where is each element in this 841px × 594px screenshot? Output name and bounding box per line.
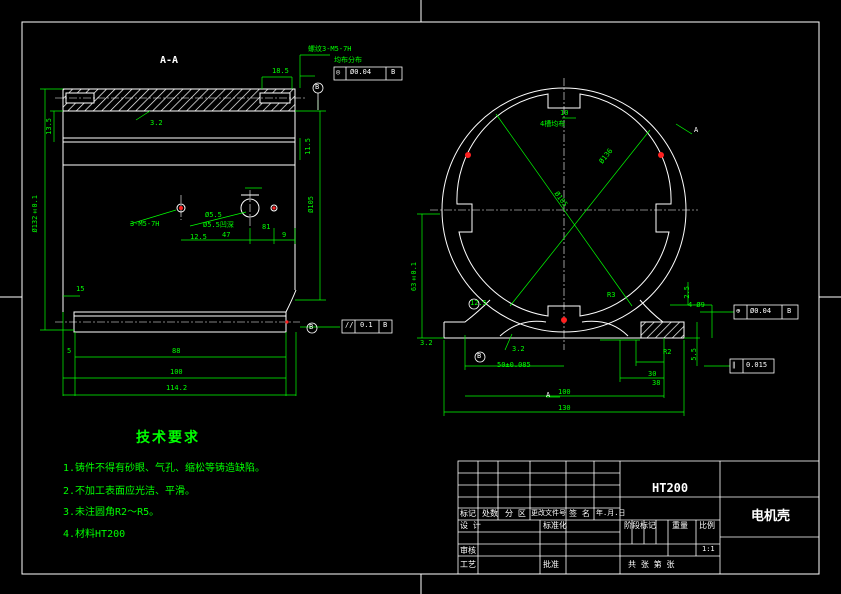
gdt-4-value: 0.015 xyxy=(746,361,768,369)
tb-design: 设 计 xyxy=(460,521,481,530)
gdt-3-datum: B xyxy=(787,307,792,315)
tb-approve: 批准 xyxy=(543,560,559,569)
tech-item-1: 1.铸件不得有砂眼、气孔、缩松等铸造缺陷。 xyxy=(63,463,266,474)
thread-note-left: 3-M5-7H xyxy=(130,220,160,228)
datum-c: B xyxy=(477,352,482,360)
gdt-4-symbol: ∥ xyxy=(732,361,736,369)
gdt-3-value: Ø0.04 xyxy=(750,307,772,315)
gdt-1-value: Ø0.04 xyxy=(350,68,372,76)
gdt-1-symbol: ◎ xyxy=(336,68,341,76)
surface-12-5-front: 12.5 xyxy=(470,299,487,307)
gdt-2-symbol: // xyxy=(345,321,354,329)
top-thread-note: 螺纹3-M5-7H xyxy=(308,45,352,53)
surface-3-2-b: 3.2 xyxy=(512,345,525,353)
front-centerlines xyxy=(430,78,698,350)
dim-r3: R3 xyxy=(607,291,616,299)
tb-h-zone: 分 区 xyxy=(505,509,526,518)
dim-47: 47 xyxy=(222,231,231,239)
tb-h-date: 年.月.日 xyxy=(596,509,626,517)
section-mark-top: A xyxy=(694,126,699,134)
section-dimensions xyxy=(40,54,340,396)
dim-dia-5-5: Ø5.5 xyxy=(205,211,222,219)
tb-h-doc: 更改文件号 xyxy=(531,509,566,517)
tb-ratio: 比例 xyxy=(699,521,715,530)
dim-5: 5 xyxy=(67,347,72,355)
dim-4-dia-9: 4-Ø9 xyxy=(688,301,705,309)
tech-item-3: 3.未注圆角R2～R5。 xyxy=(63,507,160,518)
dim-18-5: 18.5 xyxy=(272,67,289,75)
front-gdt-frames xyxy=(468,298,799,374)
dim-130: 130 xyxy=(558,404,571,412)
gdt-3-symbol: ⊕ xyxy=(736,307,741,315)
dim-81: 81 xyxy=(262,223,271,231)
front-red-marks xyxy=(465,152,664,323)
tb-stage: 阶段标记 xyxy=(624,521,656,530)
dim-dia-105: Ø105 xyxy=(307,196,315,213)
slot-note: 4槽均布 xyxy=(540,120,566,128)
tech-item-4: 4.材料HT200 xyxy=(63,529,126,540)
dim-38: 38 xyxy=(652,379,661,387)
dim-2-5: 2.5 xyxy=(683,286,691,299)
dim-9: 9 xyxy=(282,231,287,239)
dim-100-front: 100 xyxy=(558,388,571,396)
surface-3-2-a: 3.2 xyxy=(150,119,163,127)
tb-part-name: 电机壳 xyxy=(751,509,791,524)
dim-dia-132: Ø132±0.1 xyxy=(31,195,39,233)
section-view xyxy=(62,88,297,333)
dim-5-5: 5.5 xyxy=(690,348,698,361)
tb-review: 审核 xyxy=(460,546,476,555)
tb-process: 工艺 xyxy=(460,560,476,569)
title-block-grid xyxy=(457,460,820,575)
tb-sheets: 共 张 第 张 xyxy=(628,560,675,569)
tech-item-2: 2.不加工表面应光洁、平滑。 xyxy=(63,486,196,497)
gdt-2-datum: B xyxy=(383,321,388,329)
surface-12-5: 12.5 xyxy=(190,233,207,241)
section-red-marks xyxy=(179,206,289,324)
dim-15: 15 xyxy=(76,285,85,293)
datum-b: B xyxy=(309,323,314,331)
section-title: A-A xyxy=(160,55,179,66)
dim-50: 50±0.085 xyxy=(497,361,531,369)
tb-material: HT200 xyxy=(652,481,689,495)
tech-title: 技术要求 xyxy=(136,430,200,446)
tb-weight: 重量 xyxy=(672,521,688,530)
surface-3-2-c: 3.2 xyxy=(420,339,433,347)
tb-standard: 标准化 xyxy=(543,521,567,530)
datum-a: B xyxy=(315,83,320,91)
front-dimensions xyxy=(417,113,734,416)
section-gdt-frames xyxy=(306,66,403,334)
dim-r2: R2 xyxy=(663,348,672,356)
dim-13-5: 13.5 xyxy=(45,118,53,135)
tb-h-count: 处数 xyxy=(482,509,498,518)
dim-100: 100 xyxy=(170,368,183,376)
tb-scale: 1:1 xyxy=(702,545,715,553)
section-centerlines xyxy=(55,97,305,323)
gdt-2-value: 0.1 xyxy=(360,321,373,329)
top-note: 均布分布 xyxy=(334,56,362,64)
dim-10: 10 xyxy=(560,109,569,117)
dim-30: 30 xyxy=(648,370,657,378)
dim-88: 88 xyxy=(172,347,181,355)
dim-63: 63±0.1 xyxy=(410,262,418,292)
dim-114-2: 114.2 xyxy=(166,384,188,392)
dim-11-5: 11.5 xyxy=(304,138,312,155)
tb-h-mark: 标记 xyxy=(460,509,476,518)
gdt-1-datum: B xyxy=(391,68,396,76)
hole-note: Ø5.5凹深 xyxy=(203,221,234,229)
tb-h-sign: 签 名 xyxy=(569,509,590,518)
section-mark-bottom: A xyxy=(546,391,551,399)
